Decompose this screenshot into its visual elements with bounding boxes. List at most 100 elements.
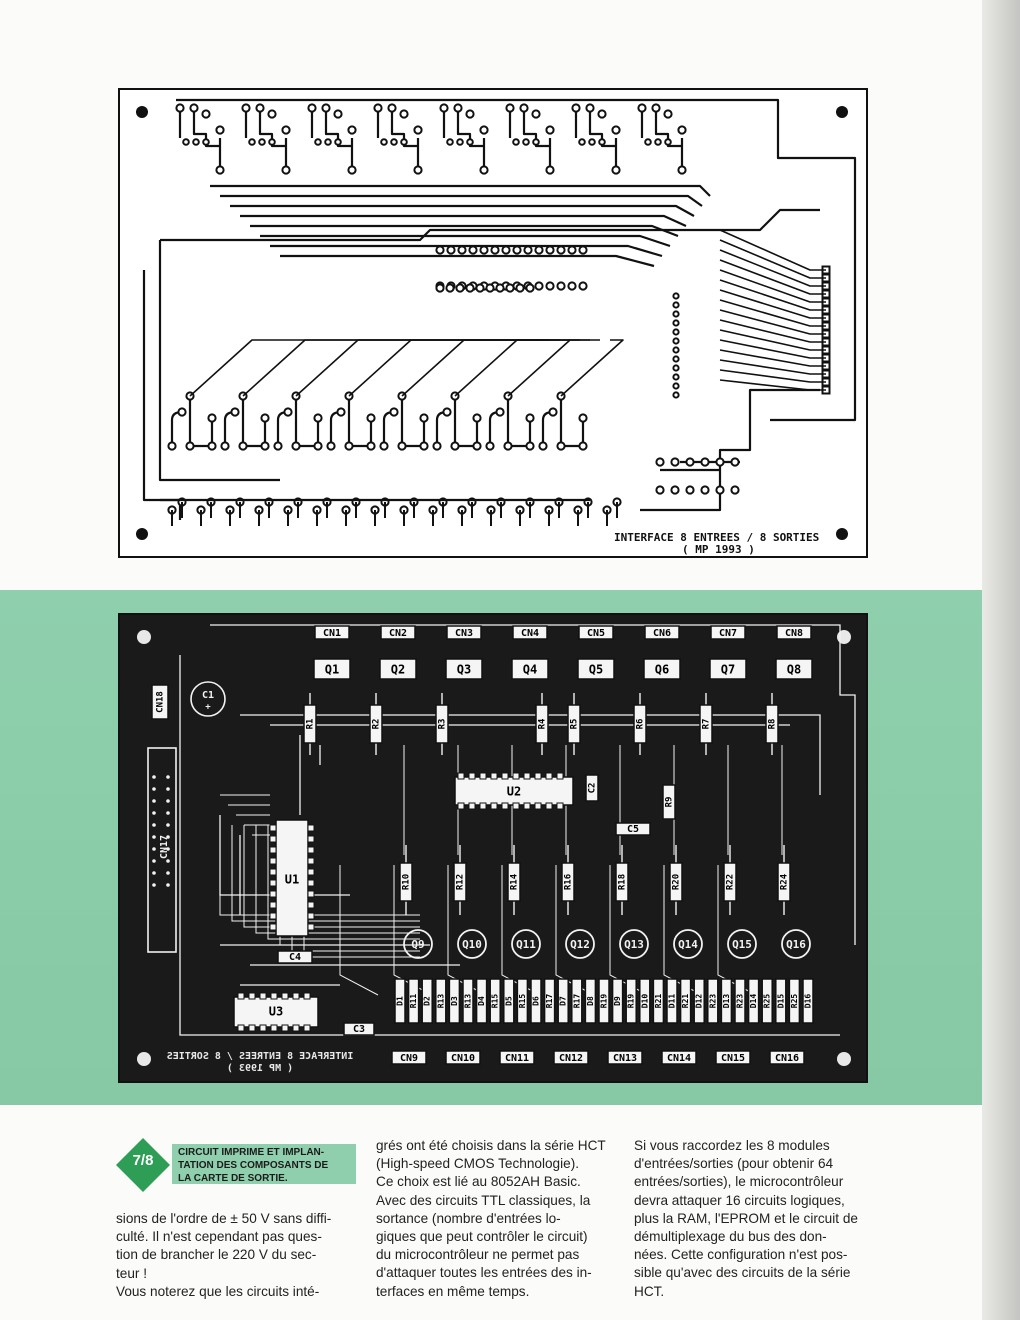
capacitor-label: C4 <box>289 952 301 963</box>
diode-outline <box>394 978 406 1024</box>
pin-hole <box>166 847 170 851</box>
resistor-outline <box>669 862 683 902</box>
transistor-label: Q9 <box>411 938 424 951</box>
transistor-outline <box>445 658 483 680</box>
solder-pad <box>571 103 581 113</box>
solder-pad <box>534 245 544 255</box>
resistor-outline <box>462 978 474 1024</box>
ic-pin <box>534 802 542 810</box>
solder-pad <box>545 281 555 291</box>
copper-trace <box>577 502 589 526</box>
ic-pin <box>269 923 277 931</box>
connector-outline <box>391 1050 427 1065</box>
solder-pad <box>283 407 293 417</box>
transistor-outline <box>619 929 649 959</box>
copper-trace <box>240 214 687 228</box>
silkscreen-line <box>210 624 856 945</box>
silkscreen-line <box>240 714 821 815</box>
solder-pad <box>230 407 240 417</box>
solder-pad <box>347 165 357 175</box>
resistor-label: R12 <box>456 874 466 890</box>
solder-pad <box>241 103 251 113</box>
solder-pad <box>598 138 606 146</box>
text-line: tion de brancher le 220 V du sec- <box>116 1247 317 1263</box>
silkscreen-line <box>219 825 420 916</box>
connector-label: CN17 <box>159 835 170 859</box>
copper-trace <box>560 339 624 397</box>
resistor-outline <box>633 704 647 744</box>
solder-pad <box>515 283 525 293</box>
solder-pad <box>685 485 695 495</box>
solder-pad <box>479 125 489 135</box>
solder-pad <box>445 283 455 293</box>
diode-label: D14 <box>749 994 758 1009</box>
pin-hole <box>166 835 170 839</box>
transistor-label: Q13 <box>624 938 644 951</box>
copper-trace <box>719 259 826 295</box>
diode-outline <box>475 978 488 1024</box>
diode-label: D4 <box>477 996 486 1006</box>
solder-pad <box>215 165 225 175</box>
copper-trace <box>260 234 671 248</box>
diode-outline <box>421 978 433 1024</box>
resistor-label: R11 <box>409 994 418 1009</box>
pin-hole <box>152 847 156 851</box>
pin-hole <box>152 811 156 815</box>
copper-trace <box>170 400 214 448</box>
solder-pad <box>413 165 423 175</box>
transistor-label: Q2 <box>391 663 405 677</box>
solder-pad <box>255 103 265 113</box>
transistor-outline <box>709 658 747 680</box>
solder-pad <box>532 138 540 146</box>
copper-trace <box>719 279 826 311</box>
resistor-outline <box>615 862 629 902</box>
solder-pad <box>567 281 577 291</box>
ic-outline <box>233 996 319 1028</box>
solder-pad <box>380 138 388 146</box>
copper-trace <box>541 400 585 448</box>
resistor-outline <box>489 978 501 1024</box>
diode-label: D6 <box>532 996 541 1006</box>
copper-trace <box>189 339 540 397</box>
capacitor-outline <box>585 774 599 802</box>
ic-pin <box>556 802 564 810</box>
diode-label: D16 <box>804 994 813 1009</box>
resistor-label: R21 <box>681 994 690 1009</box>
copper-trace <box>719 299 826 327</box>
copper-trace <box>432 502 444 526</box>
solder-pad <box>344 441 354 451</box>
solder-pad <box>220 441 230 451</box>
solder-pad <box>175 103 185 113</box>
diode-outline <box>693 978 705 1024</box>
solder-pad <box>400 138 408 146</box>
silkscreen-line <box>231 825 420 922</box>
text-line: nées. Cette configuration n'est pos- <box>634 1247 848 1263</box>
solder-pad <box>654 138 662 146</box>
connector-label: CN16 <box>775 1053 799 1064</box>
ic-pin <box>556 772 564 780</box>
copper-trace <box>574 104 618 170</box>
text-line: terfaces en même temps. <box>376 1283 530 1299</box>
text-line: culté. Il n'est cependant pas ques- <box>116 1229 322 1245</box>
mounting-hole <box>137 1052 151 1066</box>
resistor-label: R19 <box>600 994 609 1009</box>
copper-trace <box>295 339 560 397</box>
copper-trace <box>606 502 618 526</box>
solder-pad <box>670 485 680 495</box>
resistor-outline <box>761 978 773 1024</box>
solder-pad <box>379 441 389 451</box>
text-column-1: sions de l'ordre de ± 50 V sans diffi- c… <box>116 1210 356 1301</box>
caption-line: LA CARTE DE SORTIE. <box>178 1173 288 1184</box>
text-line: teur ! <box>116 1265 147 1281</box>
solder-pad <box>413 125 423 135</box>
ic-pin <box>501 772 509 780</box>
solder-pad <box>670 457 680 467</box>
resistor-label: R21 <box>654 994 663 1009</box>
ic-pin <box>269 857 277 865</box>
solder-pad <box>677 125 687 135</box>
resistor-label: R7 <box>702 719 712 730</box>
copper-trace <box>719 309 826 335</box>
solder-pad <box>495 407 505 417</box>
diode-outline <box>747 978 760 1024</box>
